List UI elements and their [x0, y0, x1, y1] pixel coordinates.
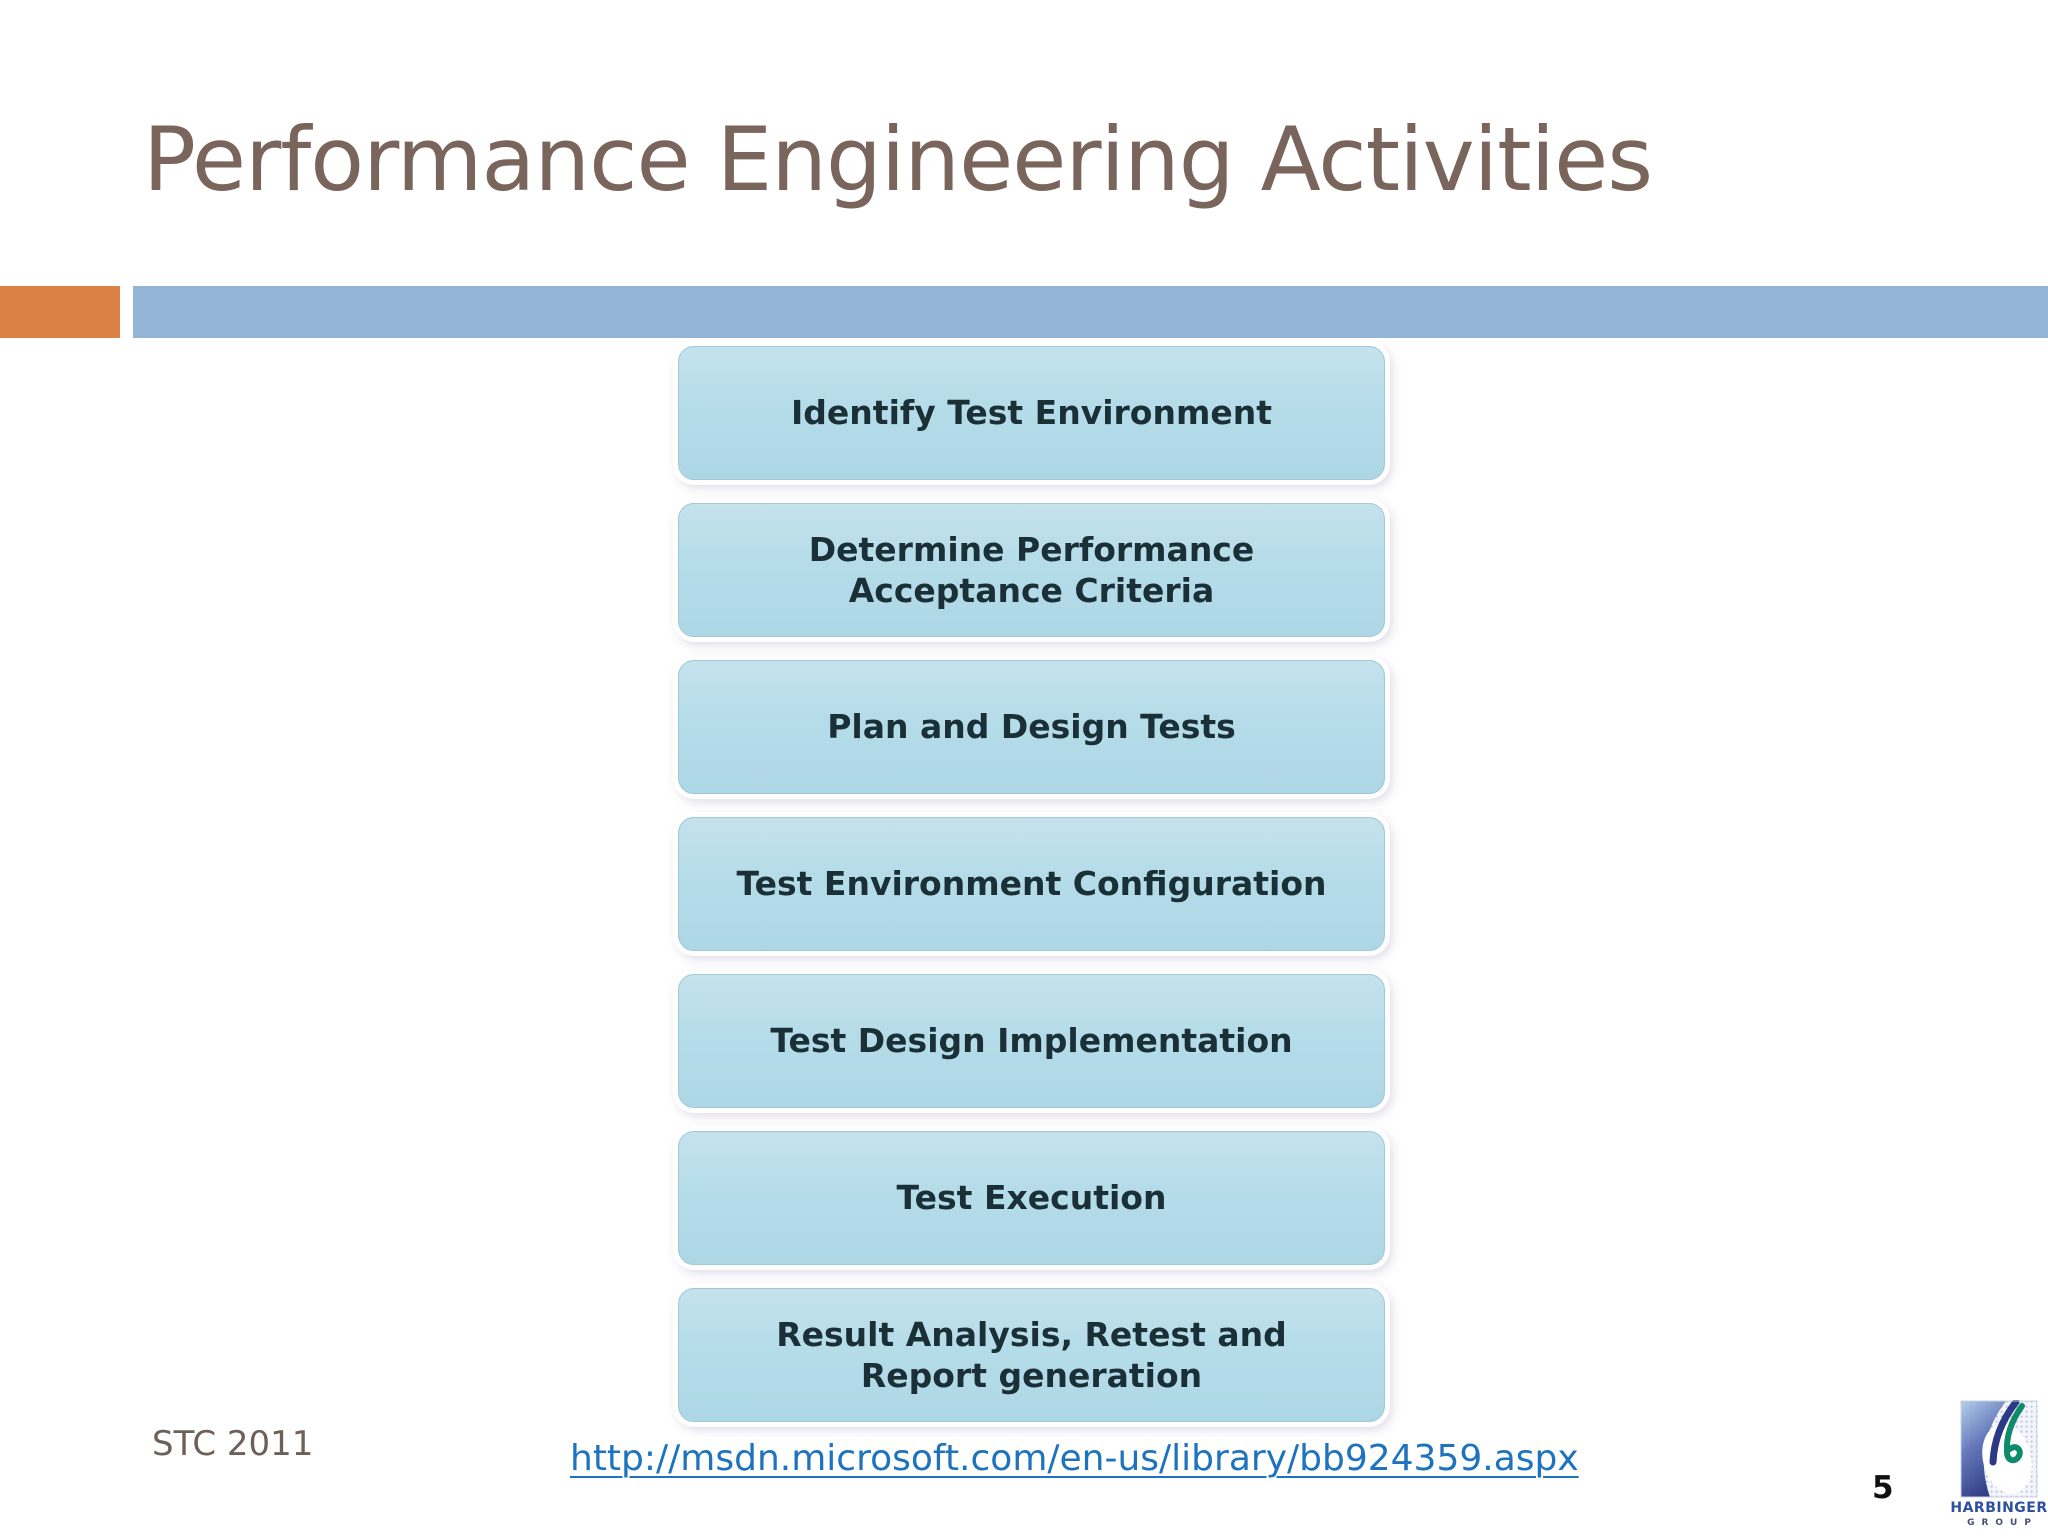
activity-steps: Identify Test Environment Determine Perf… — [678, 346, 1385, 1422]
footer-conference-label: STC 2011 — [152, 1424, 314, 1464]
activity-step-box: Result Analysis, Retest and Report gener… — [678, 1288, 1385, 1422]
activity-step-label: Test Design Implementation — [770, 1021, 1293, 1061]
activity-step-label: Result Analysis, Retest and Report gener… — [776, 1314, 1287, 1395]
slide-page-number: 5 — [1872, 1470, 1894, 1506]
activity-step-label: Identify Test Environment — [791, 393, 1272, 433]
activity-step-box: Determine Performance Acceptance Criteri… — [678, 503, 1385, 637]
harbinger-logo-group-label: GROUP — [1967, 1518, 2038, 1528]
accent-band-blue-bar — [133, 286, 2048, 338]
activity-step-box: Test Execution — [678, 1131, 1385, 1265]
accent-band-orange-block — [0, 286, 120, 338]
harbinger-logo-name: HARBINGER — [1950, 1500, 2048, 1516]
activity-step-box: Test Environment Configuration — [678, 817, 1385, 951]
harbinger-logo-icon — [1960, 1400, 2038, 1498]
activity-step-box: Identify Test Environment — [678, 346, 1385, 480]
msdn-reference-link[interactable]: http://msdn.microsoft.com/en-us/library/… — [570, 1438, 1579, 1479]
activity-step-label: Determine Performance Acceptance Criteri… — [808, 529, 1255, 610]
activity-step-label: Plan and Design Tests — [827, 707, 1236, 747]
activity-step-label: Test Execution — [896, 1178, 1167, 1218]
accent-band — [0, 286, 2048, 338]
activity-step-box: Plan and Design Tests — [678, 660, 1385, 794]
activity-step-label: Test Environment Configuration — [736, 864, 1327, 904]
page-title: Performance Engineering Activities — [143, 108, 1653, 211]
harbinger-logo: HARBINGER GROUP — [1950, 1400, 2048, 1528]
accent-band-gap — [120, 286, 133, 338]
activity-step-box: Test Design Implementation — [678, 974, 1385, 1108]
